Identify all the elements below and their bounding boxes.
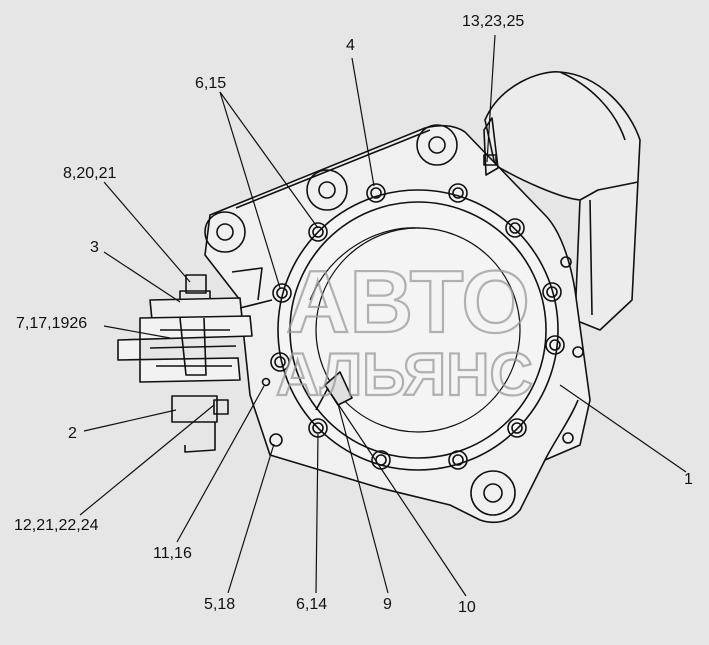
callout-9: 9: [383, 596, 392, 613]
callout-13-23-25: 13,23,25: [462, 13, 525, 30]
leader-8-20-21: [103, 181, 191, 283]
leader-6-15a: [219, 91, 319, 229]
callout-3: 3: [90, 239, 99, 256]
callout-8-20-21: 8,20,21: [63, 165, 117, 182]
callout-5-18: 5,18: [204, 596, 236, 613]
switch-assembly: [117, 267, 273, 453]
leader-4: [351, 57, 375, 187]
leader-lines: [79, 34, 687, 597]
callout-6-15: 6,15: [195, 75, 227, 92]
watermark-line1: АВТО: [286, 252, 530, 351]
leader-6-15b: [219, 91, 281, 289]
watermark: АВТО АЛЬЯНС: [275, 251, 534, 409]
leader-12-21-22-24: [79, 404, 215, 516]
leader-11-16: [176, 385, 265, 543]
callout-10: 10: [458, 599, 476, 616]
leader-6-14: [315, 433, 319, 594]
leader-5-18: [227, 443, 275, 594]
leader-2: [83, 409, 177, 432]
flange-bolts: [261, 183, 584, 470]
lug-holes: [204, 124, 516, 516]
leader-1: [559, 384, 687, 473]
callout-11-16: 11,16: [153, 545, 192, 562]
callout-7-17-1926: 7,17,1926: [16, 315, 88, 332]
callout-12-21-22-24: 12,21,22,24: [14, 517, 99, 534]
leader-3: [103, 251, 181, 303]
leader-9: [337, 403, 389, 594]
leader-10: [329, 391, 467, 597]
callout-4: 4: [346, 37, 355, 54]
watermark-line2: АЛЬЯНС: [276, 341, 533, 408]
leader-7-17-1926: [103, 325, 171, 339]
callout-6-14: 6,14: [296, 596, 328, 613]
callout-1: 1: [684, 471, 693, 488]
leader-13-23-25: [486, 34, 496, 163]
motor-housing: [484, 71, 641, 331]
callout-2: 2: [68, 425, 77, 442]
